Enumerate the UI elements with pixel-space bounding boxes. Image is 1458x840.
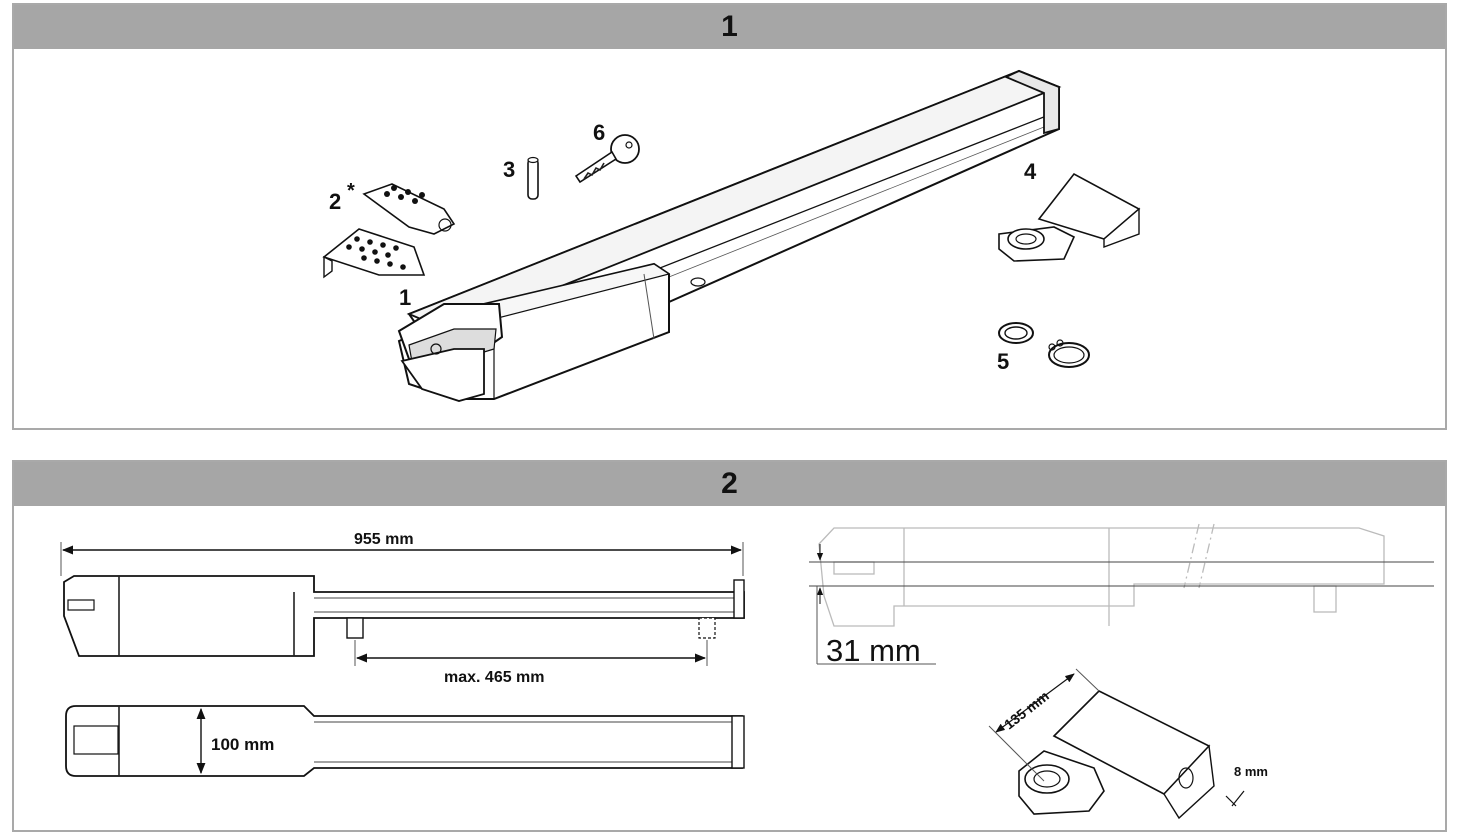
parts-illustration: 1 2 * 3 4 5 6 bbox=[322, 69, 1141, 402]
mounting-plate-drawing bbox=[998, 172, 1141, 262]
callout-6: 6 bbox=[593, 120, 605, 145]
dimensions-panel: 2 bbox=[12, 460, 1447, 832]
bracket-thickness-label: 8 mm bbox=[1234, 764, 1268, 779]
bracket-detail-drawing bbox=[988, 668, 1245, 820]
actuator-arm-drawing bbox=[397, 69, 1062, 402]
washer-circlip-drawing bbox=[998, 322, 1090, 368]
parts-panel-header: 1 bbox=[14, 5, 1445, 49]
offset-view-drawing bbox=[809, 523, 1434, 665]
callout-2: 2 bbox=[329, 189, 341, 214]
bracket-length-label: 135 mm bbox=[1001, 688, 1052, 733]
parts-panel: 1 bbox=[12, 3, 1447, 430]
top-view-drawing bbox=[65, 705, 745, 777]
side-view-drawing bbox=[60, 542, 745, 666]
callout-3: 3 bbox=[503, 157, 515, 182]
dimensions-panel-body: 955 mm max. 465 mm 100 mm 31 mm 135 mm 8… bbox=[14, 506, 1445, 830]
offset-label: 31 mm bbox=[826, 633, 921, 668]
dimensions-illustration: 955 mm max. 465 mm 100 mm 31 mm 135 mm 8… bbox=[60, 523, 1434, 820]
dimensions-panel-header: 2 bbox=[14, 462, 1445, 506]
parts-panel-title: 1 bbox=[721, 10, 738, 43]
callout-1: 1 bbox=[399, 285, 411, 310]
width-label: 100 mm bbox=[211, 735, 274, 754]
dimensions-panel-title: 2 bbox=[721, 467, 738, 500]
overall-length-label: 955 mm bbox=[354, 531, 414, 548]
pin-drawing bbox=[527, 156, 539, 200]
mounting-brackets-drawing bbox=[322, 183, 456, 279]
callout-5: 5 bbox=[997, 349, 1009, 374]
callout-4: 4 bbox=[1024, 159, 1037, 184]
parts-panel-body: 1 2 * 3 4 5 6 bbox=[14, 49, 1445, 428]
max-spacing-label: max. 465 mm bbox=[444, 669, 545, 686]
callout-2-asterisk: * bbox=[347, 180, 355, 202]
key-drawing bbox=[574, 134, 640, 184]
